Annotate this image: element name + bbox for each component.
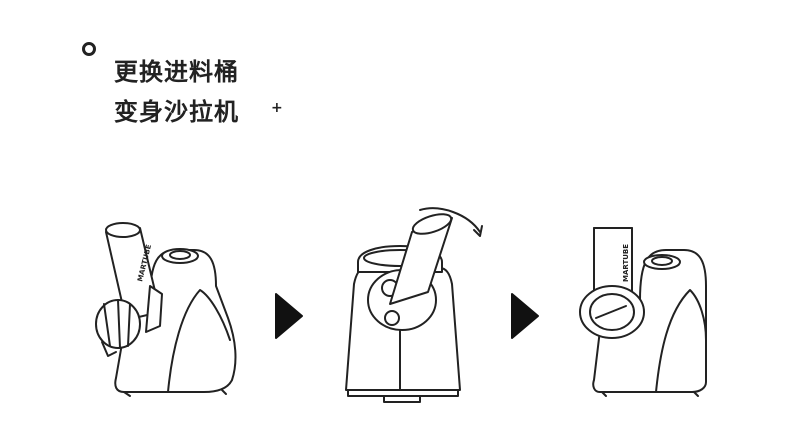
brand-label-3: MARTUBE [622, 244, 630, 282]
plus-sign: + [271, 100, 283, 116]
machine-step-2 [345, 207, 483, 403]
machine-step-1: MARTUBE [95, 222, 237, 397]
title-line-1: 更换进料桶 [114, 58, 239, 86]
rotate-arrow-icon [473, 225, 483, 237]
circle-marker-icon [82, 42, 96, 56]
play-arrow-icon-2 [511, 293, 539, 339]
play-arrow-icon [275, 293, 303, 339]
title-line-2: 变身沙拉机 [114, 98, 239, 126]
machine-step-3: MARTUBE [579, 227, 707, 397]
